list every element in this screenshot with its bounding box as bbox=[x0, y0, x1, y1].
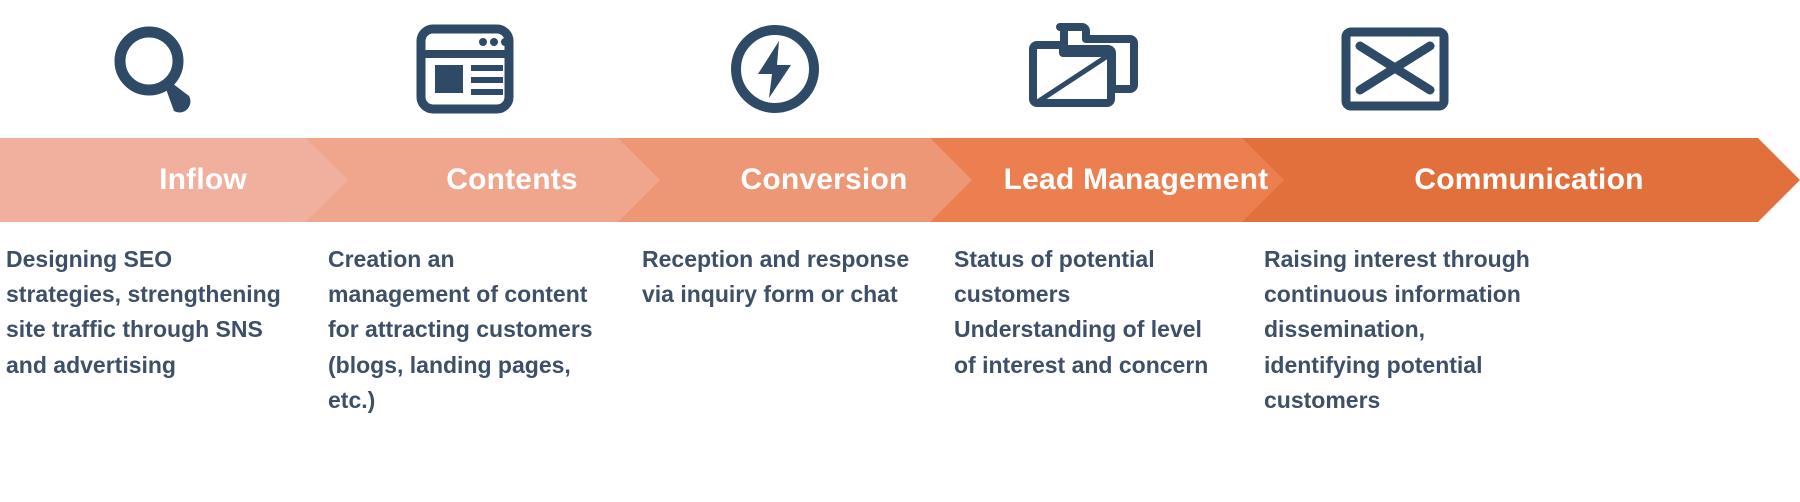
stage-icon-communication bbox=[1240, 0, 1550, 138]
stage-icon-lead-management bbox=[930, 0, 1240, 138]
stage-icon-conversion bbox=[620, 0, 930, 138]
chevron-communication[interactable]: Communication bbox=[1242, 138, 1800, 222]
description-cell-conversion: Reception and response via inquiry form … bbox=[620, 222, 930, 502]
description-row: Designing SEO strategies, strengthening … bbox=[0, 222, 1800, 502]
description-cell-lead-management: Status of potential customers Understand… bbox=[930, 222, 1240, 502]
lightning-bolt-circle-icon bbox=[731, 25, 819, 113]
chevron-label-contents: Contents bbox=[446, 163, 578, 196]
chevron-label-communication: Communication bbox=[1414, 163, 1644, 196]
chevron-label-lead-management: Lead Management bbox=[1003, 163, 1269, 196]
description-text-conversion: Reception and response via inquiry form … bbox=[642, 246, 910, 308]
stage-icon-contents bbox=[310, 0, 620, 138]
magnifier-icon bbox=[114, 26, 191, 113]
description-text-communication: Raising interest through continuous info… bbox=[1264, 246, 1530, 413]
folders-icon bbox=[1029, 23, 1138, 107]
description-text-contents: Creation an management of content for at… bbox=[328, 246, 593, 413]
envelope-icon bbox=[1341, 27, 1449, 111]
chevron-label-conversion: Conversion bbox=[740, 163, 908, 196]
chevron-band: Inflow Contents Conversion Lead Manageme… bbox=[0, 138, 1800, 222]
stage-icon-inflow bbox=[0, 0, 310, 138]
description-text-lead-management: Status of potential customers Understand… bbox=[954, 246, 1209, 378]
description-text-inflow: Designing SEO strategies, strengthening … bbox=[6, 246, 281, 378]
browser-window-icon bbox=[416, 24, 514, 114]
icon-row bbox=[0, 0, 1800, 138]
chevron-label-inflow: Inflow bbox=[159, 163, 247, 196]
description-cell-communication: Raising interest through continuous info… bbox=[1240, 222, 1550, 502]
description-cell-inflow: Designing SEO strategies, strengthening … bbox=[0, 222, 310, 502]
description-cell-contents: Creation an management of content for at… bbox=[310, 222, 620, 502]
